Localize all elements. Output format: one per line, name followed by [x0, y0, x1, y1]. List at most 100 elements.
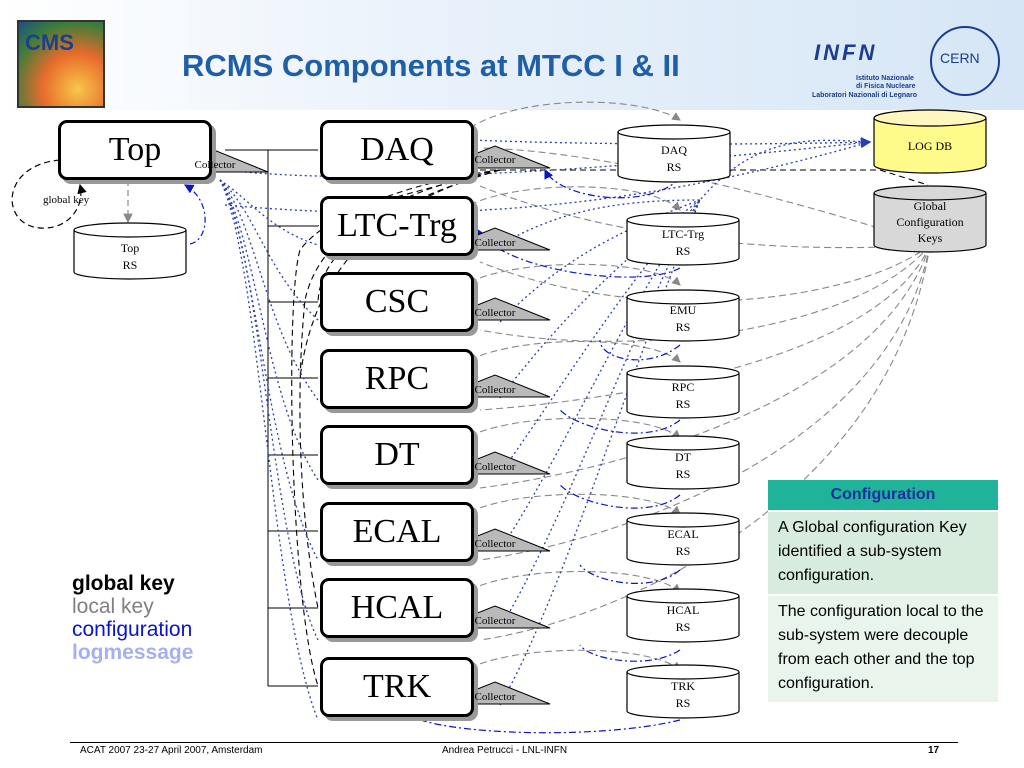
trkrs-cylinder: [626, 664, 740, 719]
node-csc-label: CSC: [364, 283, 430, 320]
configuration-info-row-1: A Global configuration Key identified a …: [768, 512, 998, 594]
cern-logo: CERN: [926, 20, 1004, 104]
footer-page-number: 17: [928, 745, 940, 756]
slide-footer: ACAT 2007 23-27 April 2007, Amsterdam An…: [70, 742, 958, 756]
cms-logo: CMS: [17, 20, 105, 108]
collector-csc-label: Collector: [474, 307, 516, 319]
rpcrs-label: RPC RS: [627, 379, 739, 413]
node-trk: TRK: [320, 657, 474, 717]
rpcrs-name: RPC: [671, 380, 695, 394]
globalconfig-cylinder: [873, 185, 987, 253]
hcalrs-cylinder: [626, 588, 740, 643]
collector-daq-label: Collector: [474, 154, 516, 166]
rs-cylinders: [73, 109, 987, 719]
globalconfig-line3: Keys: [917, 231, 943, 245]
ltcrs-name: LTC-Trg: [661, 227, 705, 241]
globalconfig-line1: Global: [913, 199, 947, 213]
node-hcal: HCAL: [320, 578, 474, 638]
footer-event: ACAT 2007 23-27 April 2007, Amsterdam: [80, 745, 263, 756]
legend-global-key: global key: [72, 572, 175, 595]
toprs-rs: RS: [122, 258, 138, 272]
cern-logo-text: CERN: [940, 50, 980, 66]
legend-logmessage: logmessage: [72, 641, 194, 664]
logmessage-lines: [219, 137, 872, 721]
emurs-rs: RS: [675, 320, 691, 334]
tree-connector: [225, 149, 318, 687]
node-dt: DT: [320, 425, 474, 485]
node-ltc-trg: LTC-Trg: [320, 196, 474, 256]
slide-title: RCMS Components at MTCC I & II: [182, 48, 680, 83]
infn-logo-text: INFN: [814, 40, 878, 65]
node-hcal-label: HCAL: [350, 589, 444, 626]
collector-ltc-label: Collector: [474, 237, 516, 249]
daqrs-rs: RS: [666, 160, 682, 174]
node-daq-label: DAQ: [360, 131, 434, 168]
node-csc: CSC: [320, 272, 474, 332]
cern-logo-ring: [930, 26, 1000, 96]
daqrs-name: DAQ: [661, 143, 687, 157]
trkrs-rs: RS: [675, 696, 691, 710]
legend-configuration: configuration: [72, 618, 193, 641]
emurs-label: EMU RS: [627, 302, 739, 336]
dtrs-label: DT RS: [627, 449, 739, 483]
node-ltc-label: LTC-Trg: [337, 207, 457, 244]
slide-header: [0, 0, 1024, 110]
toprs-config-link: [183, 184, 206, 245]
node-dt-label: DT: [374, 436, 420, 473]
infn-logo-line2: di Fisica Nucleare: [856, 83, 916, 90]
emurs-cylinder: [626, 289, 740, 342]
toprs-cylinder: [73, 222, 187, 280]
collector-dt-label: Collector: [474, 461, 516, 473]
ecalrs-name: ECAL: [667, 527, 699, 541]
global-key-loop: [11, 159, 87, 229]
rpcrs-rs: RS: [675, 397, 691, 411]
node-top-label: Top: [108, 131, 162, 168]
dtrs-name: DT: [675, 450, 691, 464]
footer-author: Andrea Petrucci - LNL-INFN: [442, 745, 568, 756]
configuration-info-header: Configuration: [768, 480, 998, 512]
logdb-cylinder: [873, 109, 987, 174]
node-trk-label: TRK: [363, 668, 431, 705]
globalconfig-line2: Configuration: [896, 215, 964, 229]
node-rpc: RPC: [320, 349, 474, 409]
diagram-connectors: [11, 101, 987, 734]
global-key-loop-label: global key: [43, 194, 90, 206]
trkrs-label: TRK RS: [627, 678, 739, 712]
collector-ecal-label: Collector: [474, 538, 516, 550]
rpcrs-cylinder: [626, 365, 740, 419]
ecalrs-label: ECAL RS: [627, 526, 739, 560]
hcalrs-label: HCAL RS: [627, 602, 739, 636]
node-ecal: ECAL: [320, 502, 474, 562]
node-daq: DAQ: [320, 120, 474, 180]
configuration-info-box: Configuration A Global configuration Key…: [768, 480, 998, 702]
dtrs-rs: RS: [675, 467, 691, 481]
daqrs-label: DAQ RS: [618, 142, 730, 176]
ecalrs-rs: RS: [675, 544, 691, 558]
ecalrs-cylinder: [626, 512, 740, 566]
collector-top-label: Collector: [194, 159, 236, 171]
trkrs-name: TRK: [671, 679, 695, 693]
legend-local-key: local key: [72, 595, 154, 618]
collector-hcal-label: Collector: [474, 615, 516, 627]
cms-logo-text: CMS: [25, 30, 74, 55]
collector-trk-label: Collector: [474, 691, 516, 703]
collector-rpc-label: Collector: [474, 384, 516, 396]
node-top: Top: [58, 120, 212, 180]
logdb-label: LOG DB: [907, 139, 953, 153]
toprs-name: Top: [120, 241, 140, 255]
hcalrs-name: HCAL: [666, 603, 700, 617]
node-ecal-label: ECAL: [352, 513, 442, 550]
configuration-info-row-2: The configuration local to the sub-syste…: [768, 594, 998, 702]
dtrs-cylinder: [626, 435, 740, 490]
ltcrs-cylinder: [626, 212, 740, 266]
ltcrs-rs: RS: [675, 244, 691, 258]
daqrs-cylinder: [617, 124, 731, 183]
infn-logo-line1: Istituto Nazionale: [856, 75, 914, 82]
legend: global key local key configuration logme…: [72, 572, 193, 664]
infn-logo: INFN Istituto Nazionale di Fisica Nuclea…: [808, 30, 928, 100]
hcalrs-rs: RS: [675, 620, 691, 634]
emurs-name: EMU: [669, 303, 697, 317]
